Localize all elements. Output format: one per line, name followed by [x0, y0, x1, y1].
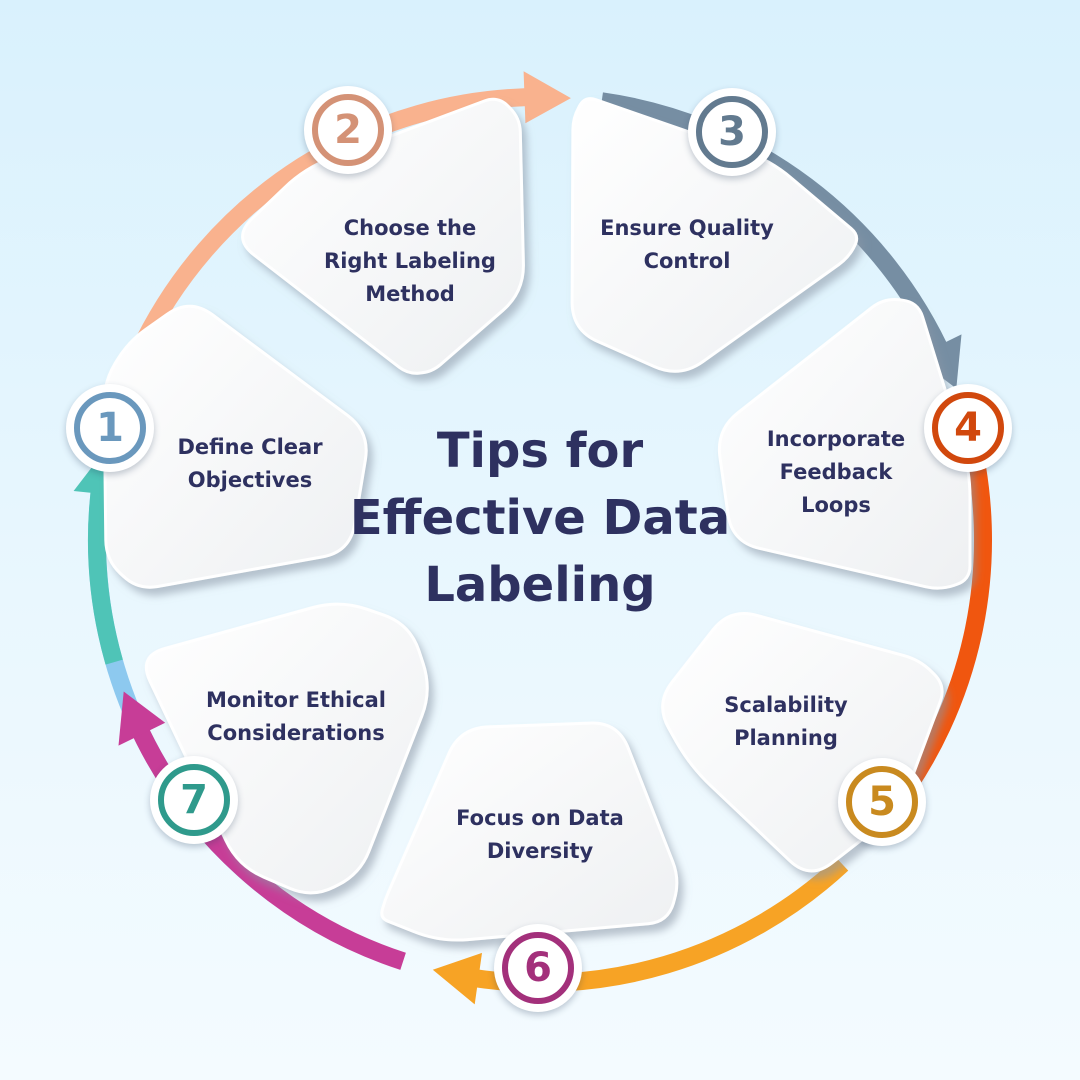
ring-segment-7 — [88, 477, 123, 665]
step-4-label: Incorporate Feedback Loops — [766, 427, 906, 517]
ring-arrowhead-2 — [523, 71, 571, 124]
step-2-number: 2 — [334, 107, 362, 153]
step-6-label: Focus on Data Diversity — [456, 806, 624, 863]
step-4-badge: 4 — [924, 384, 1012, 472]
step-6-badge: 6 — [494, 924, 582, 1012]
step-6-number: 6 — [524, 945, 552, 991]
step-6-panel — [380, 721, 679, 942]
step-7-badge: 7 — [150, 756, 238, 844]
ring-arrowhead-3 — [914, 334, 962, 389]
step-1-number: 1 — [96, 405, 124, 451]
step-2-label: Choose the Right Labeling Method — [324, 216, 496, 306]
step-1-label: Define Clear Objectives — [177, 435, 323, 492]
step-5-number: 5 — [868, 779, 896, 825]
step-7-number: 7 — [180, 777, 208, 823]
ring-segment-4 — [882, 422, 992, 819]
ring-arrowhead-5 — [432, 952, 482, 1005]
step-4-number: 4 — [954, 405, 982, 451]
step-1-panel — [102, 304, 368, 589]
step-1-badge: 1 — [66, 384, 154, 472]
ring-arrowhead-6 — [118, 691, 166, 746]
step-3-panel — [570, 97, 859, 373]
step-4-panel — [717, 298, 972, 590]
step-7-label: Monitor Ethical Considerations — [206, 688, 386, 745]
step-3-badge: 3 — [688, 88, 776, 176]
diagram-title: Tips for Effective Data Labeling — [349, 423, 731, 613]
step-5-badge: 5 — [838, 758, 926, 846]
step-3-label: Ensure Quality Control — [600, 216, 774, 273]
ring-segment-6 — [127, 716, 406, 970]
step-2-badge: 2 — [304, 86, 392, 174]
ring-segment-2 — [130, 88, 541, 357]
step-5-label: Scalability Planning — [724, 693, 848, 750]
step-2-panel — [241, 97, 525, 375]
step-3-number: 3 — [718, 109, 746, 155]
